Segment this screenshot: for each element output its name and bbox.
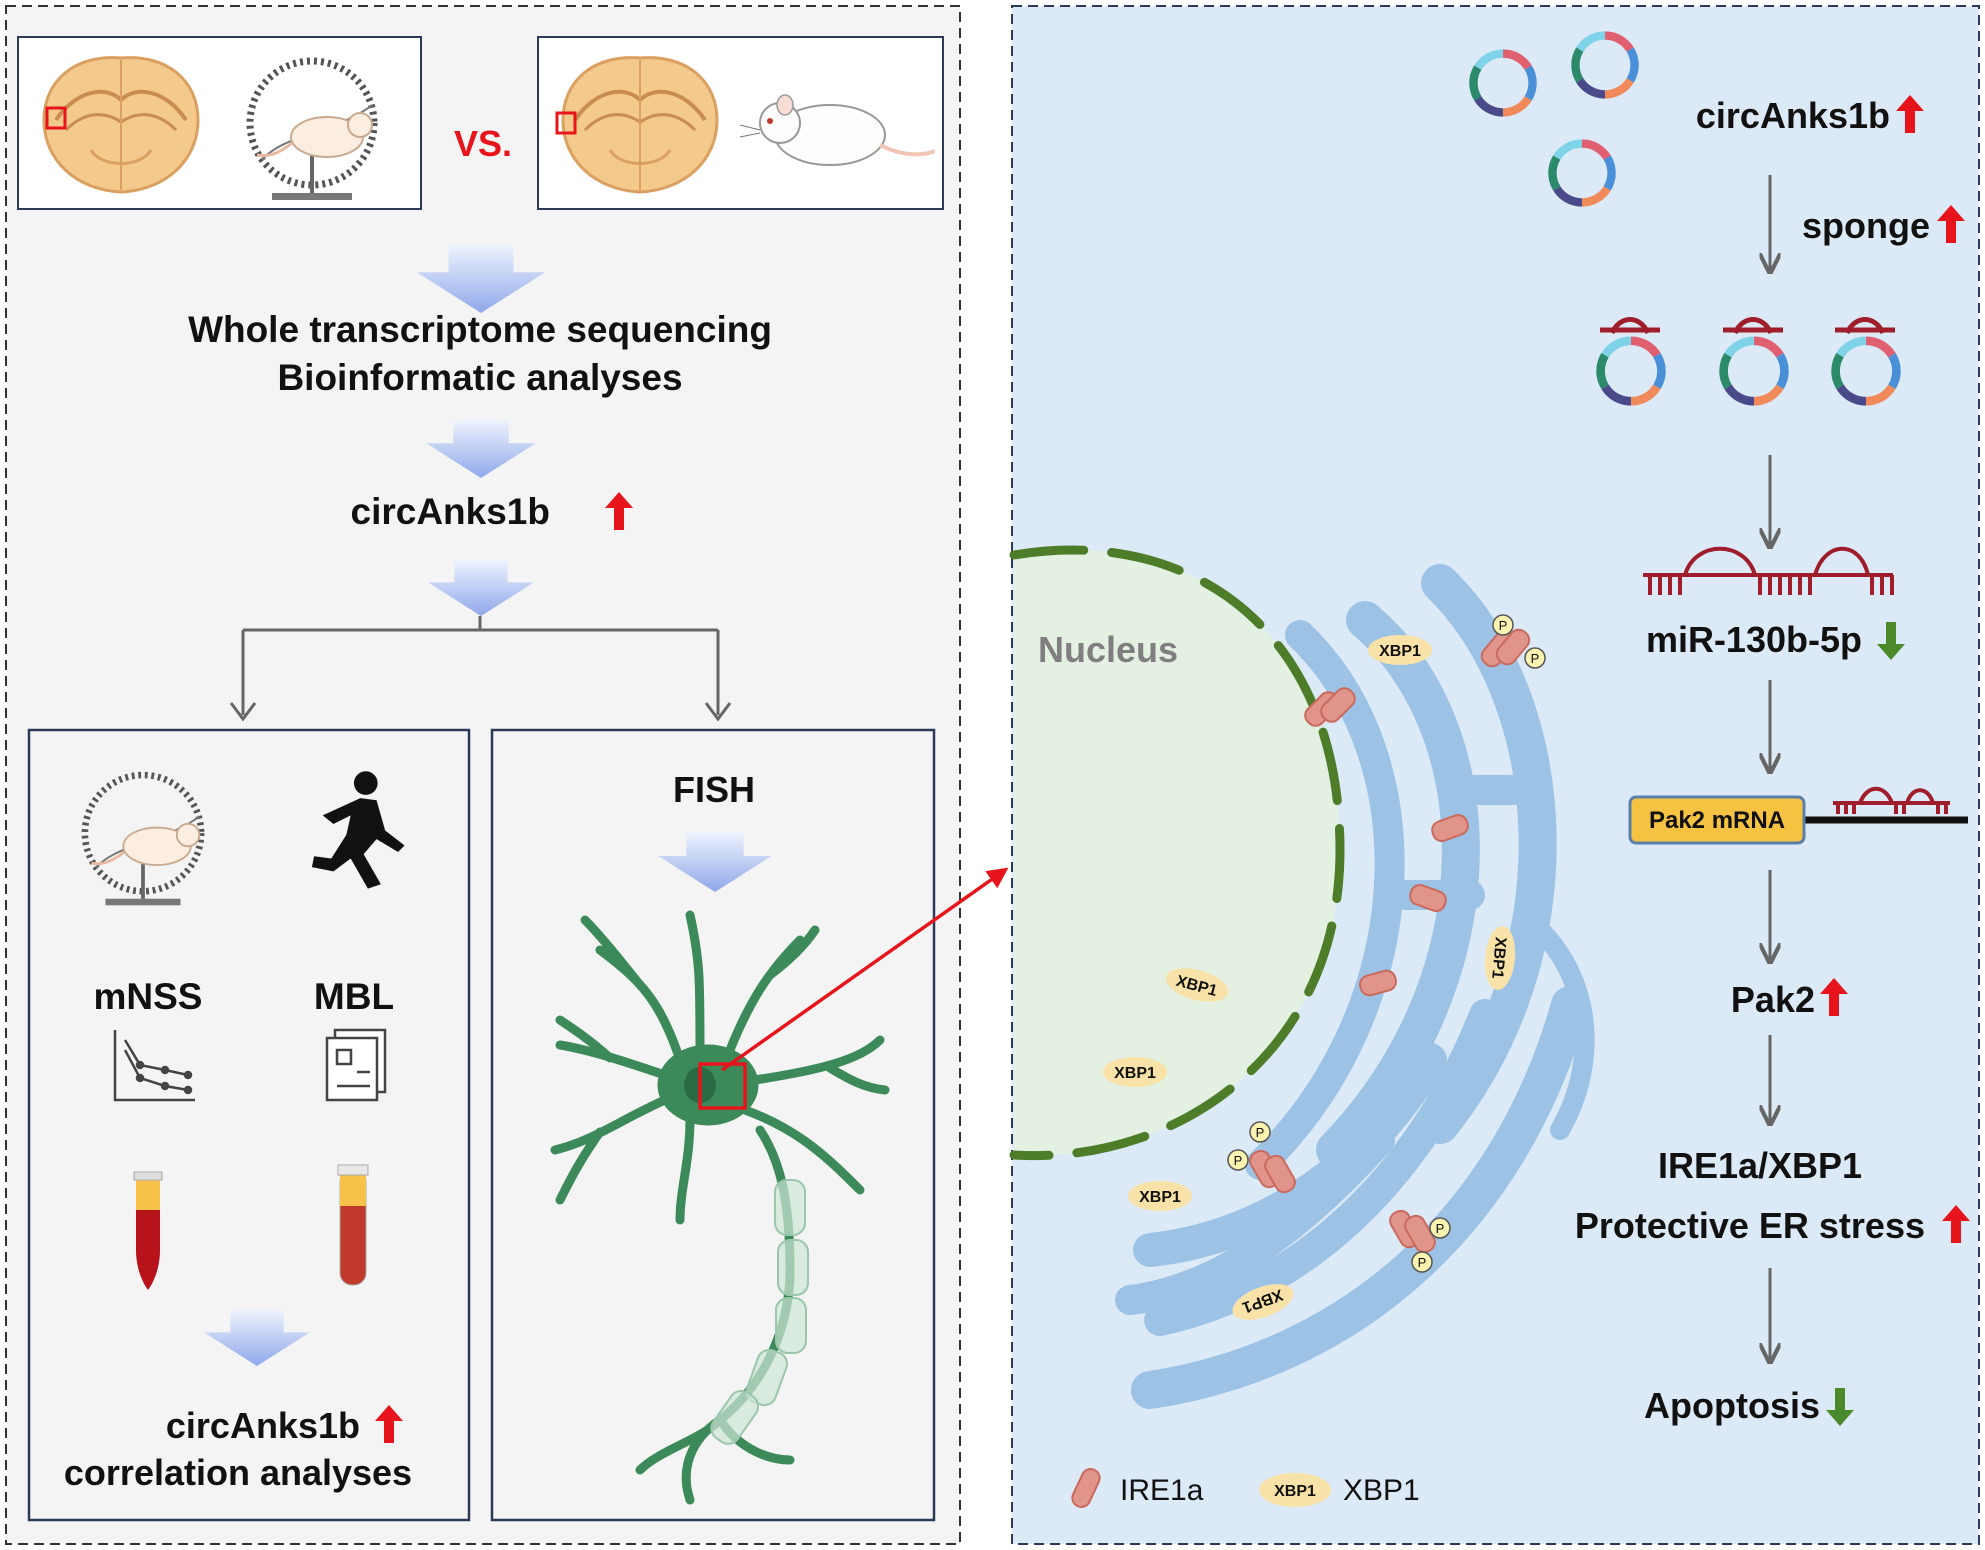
- sequencing-line2: Bioinformatic analyses: [277, 357, 682, 398]
- svg-text:XBP1: XBP1: [1488, 936, 1509, 979]
- line-chart-icon: [113, 1030, 195, 1102]
- xbp1-chip: XBP1: [1368, 635, 1432, 665]
- branch-connector: [241, 616, 720, 715]
- plasma-tube-icon: [133, 1171, 163, 1290]
- legend-xbp1-label: XBP1: [1343, 1474, 1420, 1507]
- behavior-result-line1: circAnks1b: [166, 1405, 360, 1446]
- ire1a-legend-icon: [1071, 1468, 1101, 1508]
- stress-line2: Protective ER stress: [1575, 1205, 1925, 1246]
- circ-result-label: circAnks1b: [351, 491, 551, 532]
- comparison-label: VS.: [454, 123, 512, 164]
- mnss-label: mNSS: [94, 976, 203, 1017]
- branch-arrowhead-left: [229, 702, 257, 722]
- apoptosis-label: Apoptosis: [1644, 1385, 1820, 1426]
- fish-title: FISH: [673, 769, 755, 810]
- phospho-markers: P P P P P P: [1227, 614, 1546, 1273]
- pak2-mrna-label: Pak2 mRNA: [1649, 807, 1785, 834]
- blood-tube-icon: [337, 1164, 369, 1286]
- document-stack-icon: [325, 1028, 387, 1102]
- mirna-label: miR-130b-5p: [1646, 619, 1862, 660]
- pak2-mrna-box: [1628, 795, 1806, 845]
- phospho-marker: P: [1492, 614, 1514, 636]
- xbp1-legend-chip: [1259, 1473, 1331, 1507]
- svg-text:P: P: [1499, 618, 1508, 633]
- svg-text:XBP1: XBP1: [1139, 1189, 1181, 1206]
- xbp1-chip: XBP1: [1103, 1057, 1167, 1087]
- svg-text:P: P: [1531, 651, 1540, 666]
- brain-section-icon-2: [561, 55, 719, 195]
- xbp1-chip: XBP1: [1484, 926, 1516, 990]
- bound-mirna: [1833, 786, 1950, 814]
- xbp1-chip: XBP1: [1232, 1284, 1294, 1320]
- phospho-marker: P: [1227, 1149, 1249, 1171]
- pak2-label: Pak2: [1731, 979, 1815, 1020]
- svg-text:XBP1: XBP1: [1379, 643, 1421, 660]
- svg-text:P: P: [1234, 1153, 1243, 1168]
- nucleus-label: Nucleus: [1038, 629, 1178, 670]
- legend-ire1a-label: IRE1a: [1120, 1474, 1204, 1507]
- phospho-marker: P: [1524, 647, 1546, 669]
- sequencing-line1: Whole transcriptome sequencing: [188, 309, 772, 350]
- phospho-marker: P: [1249, 1121, 1271, 1143]
- ire1a-proteins: [1249, 628, 1531, 1254]
- pathway-circ-label: circAnks1b: [1696, 95, 1890, 136]
- neuron-zoom-marker: [698, 1062, 747, 1110]
- zoom-connector-arrow: [720, 867, 1009, 1072]
- xbp1-chip: XBP1: [1128, 1181, 1192, 1211]
- nucleus: [1009, 545, 1345, 1161]
- sponged-circrnas: [1600, 317, 1896, 402]
- phospho-marker: P: [1429, 1217, 1451, 1239]
- svg-text:P: P: [1418, 1255, 1427, 1270]
- mirna-illustration: [1643, 546, 1894, 595]
- branch-arrowhead-right: [704, 702, 732, 722]
- mbl-label: MBL: [314, 976, 394, 1017]
- xbp1-chips: XBP1 XBP1 XBP1 XBP1 XBP1 XBP1: [1103, 635, 1516, 1320]
- brain-region-marker: [45, 106, 67, 130]
- brain-region-marker-2: [555, 111, 577, 135]
- svg-text:XBP1: XBP1: [1114, 1065, 1156, 1082]
- sponge-label: sponge: [1802, 205, 1930, 246]
- behavior-box: [27, 728, 471, 1522]
- brain-section-icon: [42, 55, 200, 195]
- legend-xbp1-chip-label: XBP1: [1274, 1483, 1316, 1500]
- stress-line1: IRE1a/XBP1: [1658, 1145, 1862, 1186]
- svg-text:P: P: [1256, 1125, 1265, 1140]
- xbp1-chip: XBP1: [1165, 968, 1229, 1002]
- svg-text:P: P: [1436, 1221, 1445, 1236]
- neuron-illustration: [550, 910, 890, 1505]
- phospho-marker: P: [1411, 1251, 1433, 1273]
- behavior-result-line2: correlation analyses: [64, 1452, 412, 1493]
- legend: IRE1a XBP1 XBP1: [1071, 1468, 1420, 1508]
